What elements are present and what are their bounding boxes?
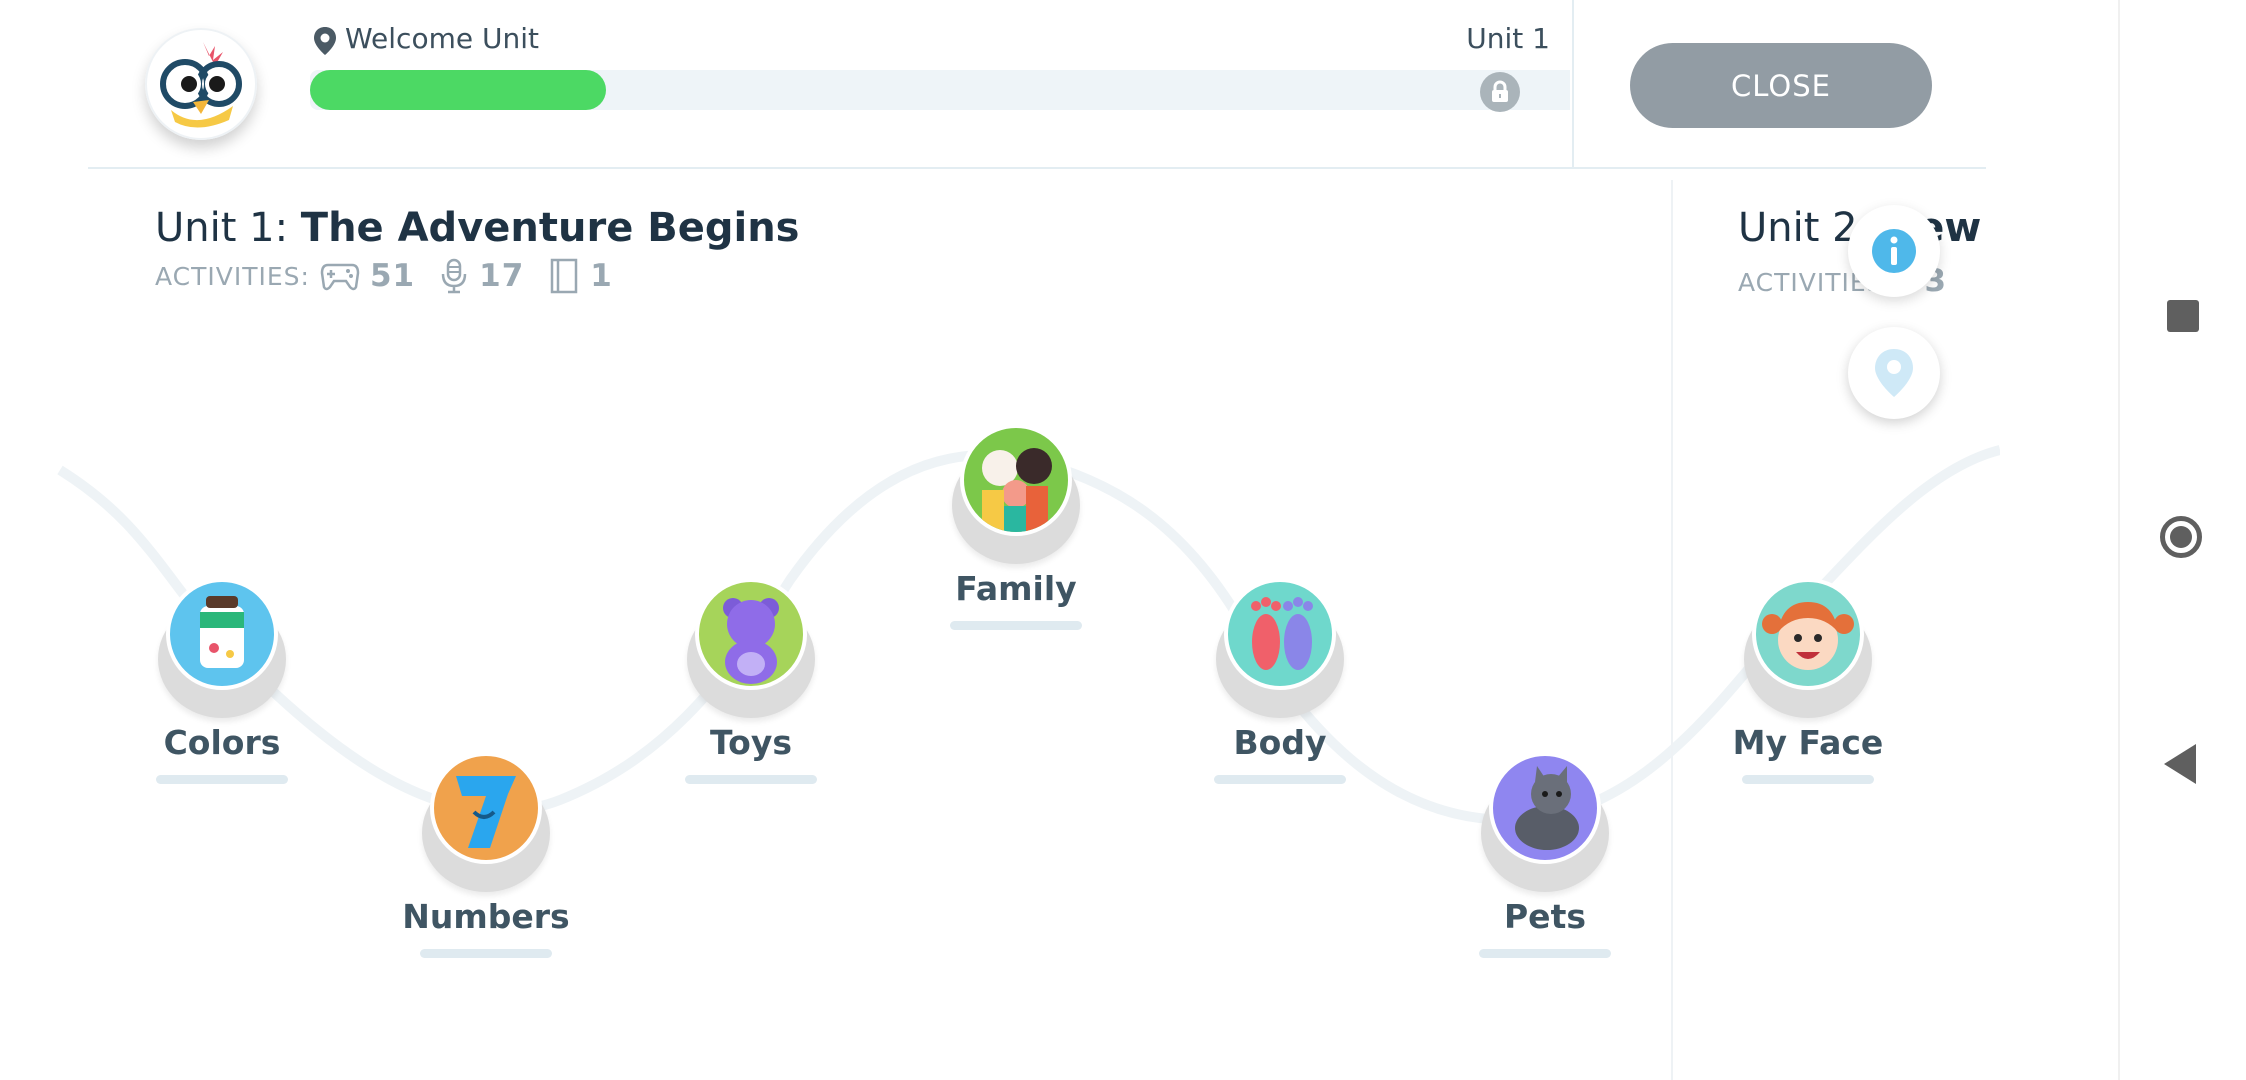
games-count: 51 (369, 258, 416, 294)
toys-teddy-bear-icon (695, 578, 807, 690)
header-bottom-divider (88, 167, 1986, 169)
my-face-girl-icon (1752, 578, 1864, 690)
family-icon (960, 424, 1072, 536)
next-unit-label: Unit 1 (1466, 22, 1550, 55)
close-button[interactable]: CLOSE (1630, 43, 1932, 128)
unit-title-name: The Adventure Begins (300, 205, 800, 251)
android-nav-bar (2118, 0, 2246, 1080)
location-icon (1875, 349, 1913, 397)
unit-column-divider (1671, 180, 1673, 1080)
unit-title: Unit 1: The Adventure Begins (155, 205, 800, 251)
activities-label: ACTIVITIES: (155, 261, 310, 291)
colors-paint-icon (166, 578, 278, 690)
back-button[interactable] (2164, 744, 2196, 784)
book-icon (551, 258, 578, 294)
lesson-progress (1479, 949, 1611, 958)
unit-activities: ACTIVITIES: 51 17 1 (155, 258, 627, 294)
lesson-label: Numbers (402, 897, 570, 936)
microphone-icon (441, 258, 467, 294)
lesson-label: Pets (1504, 897, 1586, 936)
info-icon (1872, 229, 1916, 273)
lesson-progress (1214, 775, 1346, 784)
gamepad-icon (320, 263, 360, 291)
lesson-label: My Face (1732, 723, 1884, 762)
lesson-label: Body (1233, 723, 1327, 762)
unit-title-prefix: Unit 1: (155, 205, 301, 251)
lesson-progress (950, 621, 1082, 630)
lesson-label: Colors (163, 723, 281, 762)
pets-cat-icon (1489, 752, 1601, 864)
body-feet-icon (1224, 578, 1336, 690)
lesson-progress (685, 775, 817, 784)
lesson-label: Toys (710, 723, 792, 762)
books-count: 1 (590, 258, 613, 294)
course-map-screen: Welcome Unit Unit 1 CLOSE Unit 1: The Ad… (57, 0, 2000, 1080)
info-button[interactable] (1848, 205, 1940, 297)
speaking-count: 17 (479, 258, 525, 294)
pin-icon (314, 27, 336, 55)
mascot-avatar[interactable] (145, 28, 257, 140)
unit-progress-bar (310, 70, 1570, 110)
lock-icon (1480, 72, 1520, 112)
lesson-progress (1742, 775, 1874, 784)
locate-current-button[interactable] (1848, 327, 1940, 419)
header-divider (1572, 0, 1574, 168)
lesson-label: Family (955, 569, 1077, 608)
numbers-seven-icon (430, 752, 542, 864)
current-unit-label: Welcome Unit (345, 22, 539, 55)
recent-apps-button[interactable] (2167, 300, 2199, 332)
unit-progress-fill (310, 70, 607, 110)
home-button[interactable] (2160, 516, 2202, 558)
lesson-progress (420, 949, 552, 958)
owl-mascot-icon (160, 42, 242, 128)
lesson-progress (156, 775, 288, 784)
